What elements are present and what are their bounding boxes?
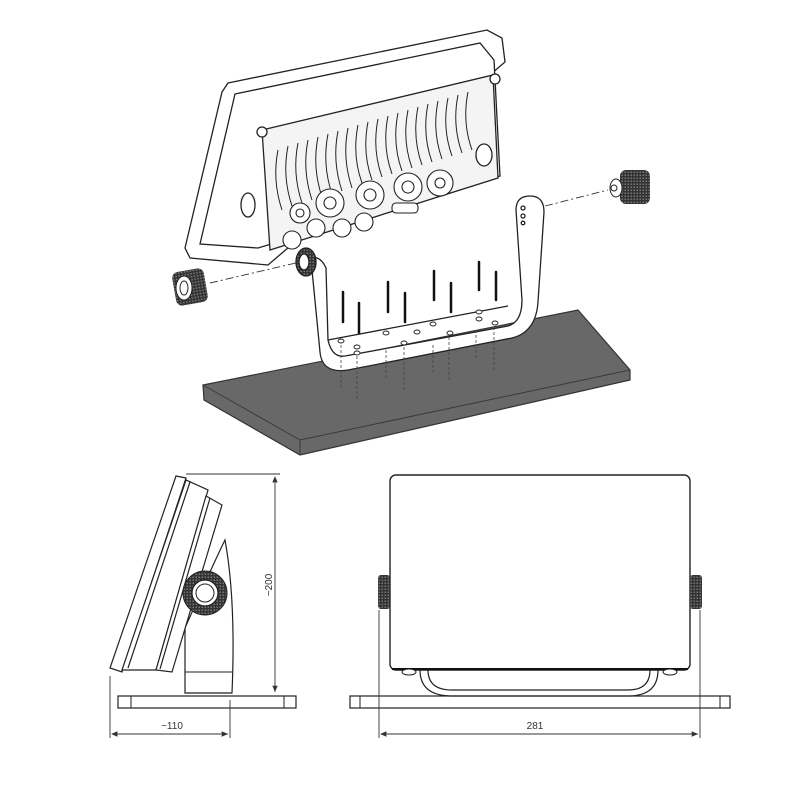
depth-dimension-label: ~110: [161, 721, 183, 732]
bracket-knob-right: [544, 170, 650, 207]
front-view: 281: [349, 474, 731, 738]
front-display: [389, 474, 691, 671]
width-dimension-label: 281: [527, 721, 544, 732]
display-unit-rear: [184, 29, 506, 277]
front-knob-left: [378, 575, 390, 609]
side-dimensions: [109, 473, 280, 738]
side-knob: [182, 570, 228, 616]
front-base-plate: [349, 695, 731, 709]
screw-guide-lines: [340, 327, 495, 400]
side-view: ~200 ~110: [109, 473, 297, 738]
mounting-screws: [341, 260, 498, 335]
height-dimension-label: ~200: [264, 573, 275, 596]
front-dimensions: [378, 610, 701, 738]
side-base-plate: [117, 695, 297, 709]
exploded-view: [172, 29, 650, 456]
bracket-holes: [337, 309, 499, 356]
bracket-knob-left: [172, 261, 301, 306]
cooling-fins: [275, 91, 473, 211]
connectors: [282, 169, 454, 250]
base-plate: [202, 309, 631, 456]
front-knob-right: [690, 575, 702, 609]
